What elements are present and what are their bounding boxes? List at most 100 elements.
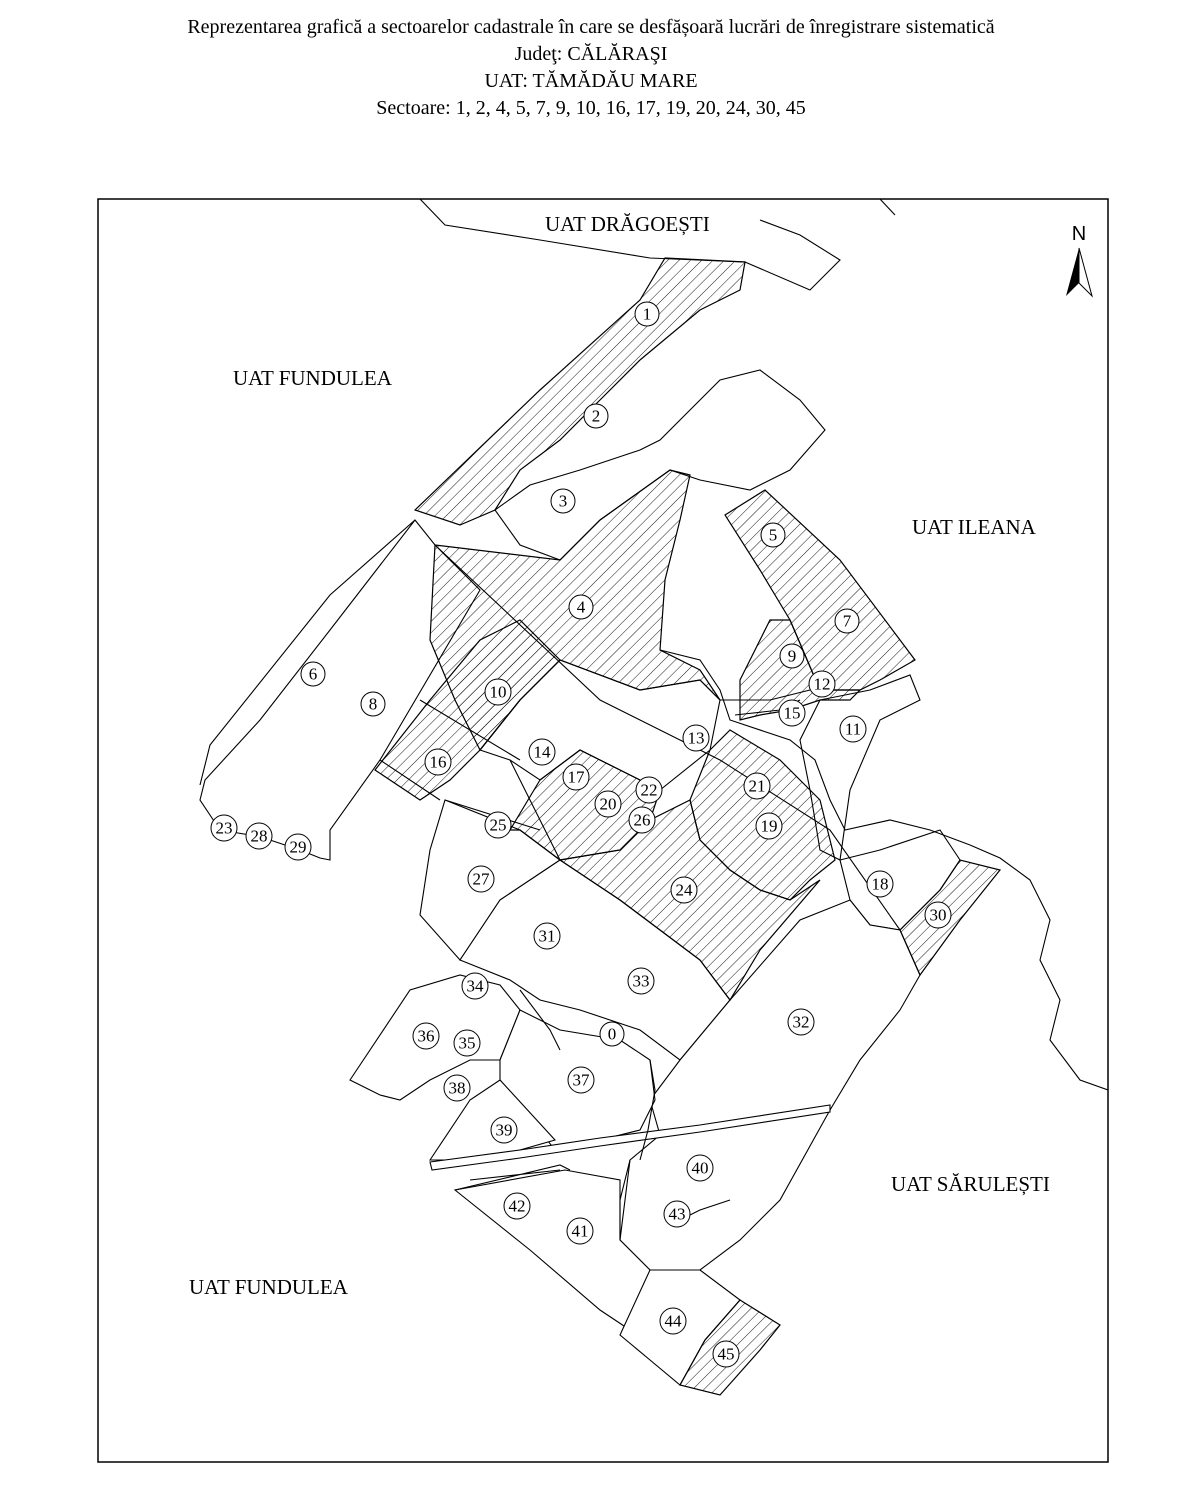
sector-32-area <box>649 899 921 1136</box>
sector-number: 16 <box>430 753 447 772</box>
sector-number: 36 <box>418 1027 435 1046</box>
sector-label-38: 38 <box>443 1074 471 1102</box>
sector-number: 1 <box>643 305 652 324</box>
sector-label-circle <box>490 1116 518 1144</box>
sector-10-16-hatched <box>374 619 561 801</box>
sector-number: 3 <box>559 492 568 511</box>
sector-label-circle <box>778 699 806 727</box>
sector-label-circle <box>443 1074 471 1102</box>
sector-label-12: 12 <box>808 670 836 698</box>
sector-label-circle <box>583 403 609 429</box>
sector-label-36: 36 <box>412 1022 440 1050</box>
sector-label-16: 16 <box>424 748 452 776</box>
sector-number: 34 <box>467 977 485 996</box>
sector-label-circle <box>628 806 656 834</box>
sector-label-5: 5 <box>760 522 786 548</box>
uat-north-label: UAT DRĂGOEȘTI <box>545 212 710 236</box>
sector-label-circle <box>484 678 512 706</box>
sector-label-circle <box>634 301 660 327</box>
sector-label-29: 29 <box>284 833 312 861</box>
west-outline <box>199 519 416 786</box>
sector-number: 42 <box>509 1197 526 1216</box>
sector-label-circle <box>453 1029 481 1057</box>
sector-number: 44 <box>665 1312 683 1331</box>
sector-number: 10 <box>490 683 507 702</box>
sector-label-33: 33 <box>627 967 655 995</box>
sector-number: 38 <box>449 1079 466 1098</box>
sector-label-17: 17 <box>562 763 590 791</box>
sector-label-circle <box>568 594 594 620</box>
sector-label-circle <box>412 1022 440 1050</box>
sector-number: 21 <box>749 777 766 796</box>
sector-number: 29 <box>290 838 307 857</box>
sector-number: 40 <box>692 1159 709 1178</box>
sector-label-4: 4 <box>568 594 594 620</box>
sector-number: 26 <box>634 811 651 830</box>
sector-41-42-area <box>453 1169 651 1331</box>
sector-label-40: 40 <box>686 1154 714 1182</box>
sector-11-area <box>799 674 921 861</box>
sector-label-circle <box>760 522 786 548</box>
sector-label-26: 26 <box>628 806 656 834</box>
sector-number: 45 <box>718 1345 735 1364</box>
sector-number: 23 <box>216 819 233 838</box>
sector-label-37: 37 <box>567 1066 595 1094</box>
sector-label-circle <box>834 608 860 634</box>
sector-number: 6 <box>309 665 318 684</box>
sector-label-circle <box>839 715 867 743</box>
sector-label-20: 20 <box>594 790 622 818</box>
sector-number: 13 <box>688 729 705 748</box>
sectors-label: Sectoare: 1, 2, 4, 5, 7, 9, 10, 16, 17, … <box>376 97 806 119</box>
sector-label-circle <box>787 1008 815 1036</box>
sector-number: 18 <box>872 875 889 894</box>
sector-number: 0 <box>608 1025 617 1044</box>
sector-label-circle <box>743 772 771 800</box>
uat-southwest-label: UAT FUNDULEA <box>189 1275 349 1299</box>
sector-label-3: 3 <box>550 488 576 514</box>
sector-label-28: 28 <box>245 822 273 850</box>
sector-label-circle <box>712 1340 740 1368</box>
sector-label-14: 14 <box>528 738 556 766</box>
sector-label-23: 23 <box>210 814 238 842</box>
sector-label-circle <box>533 922 561 950</box>
sector-label-2: 2 <box>583 403 609 429</box>
sector-label-circle <box>528 738 556 766</box>
sector-label-0: 0 <box>599 1021 625 1047</box>
sector-label-circle <box>635 776 663 804</box>
sector-label-34: 34 <box>461 972 489 1000</box>
sector-label-8: 8 <box>360 691 386 717</box>
sw-road <box>454 1164 571 1191</box>
sector-label-circle <box>284 833 312 861</box>
sector-label-13: 13 <box>682 724 710 752</box>
north-label: N <box>1072 223 1086 245</box>
uat-southeast-label: UAT SĂRULEȘTI <box>891 1172 1050 1196</box>
sector-label-19: 19 <box>755 812 783 840</box>
sector-number: 12 <box>814 675 831 694</box>
sector-labels: 1234567891011121314151617181920212223242… <box>210 301 952 1368</box>
sector-number: 32 <box>793 1013 810 1032</box>
sector-label-circle <box>484 811 512 839</box>
sector-label-circle <box>245 822 273 850</box>
sector-label-10: 10 <box>484 678 512 706</box>
sector-label-1: 1 <box>634 301 660 327</box>
sector-number: 31 <box>539 927 556 946</box>
sector-number: 30 <box>930 906 947 925</box>
sector-label-circle <box>567 1066 595 1094</box>
uat-label: UAT: TĂMĂDĂU MARE <box>484 70 698 92</box>
sector-label-7: 7 <box>834 608 860 634</box>
sector-number: 43 <box>669 1205 686 1224</box>
road-main <box>429 1104 831 1171</box>
stream-south <box>519 989 731 1240</box>
sector-label-circle <box>210 814 238 842</box>
sector-number: 19 <box>761 817 778 836</box>
sector-label-circle <box>682 724 710 752</box>
sector-label-35: 35 <box>453 1029 481 1057</box>
sector-number: 11 <box>845 720 861 739</box>
sector-number: 22 <box>641 781 658 800</box>
sector-label-circle <box>686 1154 714 1182</box>
map-title: Reprezentarea grafică a sectoarelor cada… <box>187 16 995 38</box>
sector-label-44: 44 <box>659 1307 687 1335</box>
sector-label-circle <box>866 870 894 898</box>
sector-number: 2 <box>592 407 601 426</box>
sector-number: 24 <box>676 881 694 900</box>
